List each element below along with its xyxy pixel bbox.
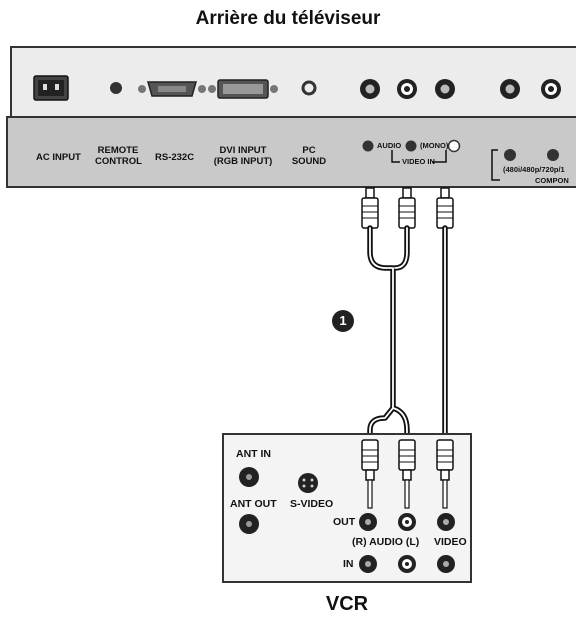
pc-sound-label-1: PC bbox=[302, 145, 316, 156]
pc-sound-label-2: SOUND bbox=[291, 156, 327, 167]
vcr-back-panel bbox=[222, 433, 472, 583]
rs232c-label: RS-232C bbox=[155, 152, 195, 163]
tv-rca-jacks bbox=[360, 79, 561, 99]
page-title: Arrière du téléviseur bbox=[195, 8, 381, 29]
ant-in-label: ANT IN bbox=[236, 448, 271, 460]
vcr-title: VCR bbox=[325, 593, 369, 615]
audio-label: AUDIO bbox=[377, 141, 402, 150]
video-in-mini-jacks bbox=[362, 139, 461, 163]
s-video-label: S-VIDEO bbox=[290, 498, 334, 510]
remote-control-jack bbox=[110, 82, 122, 94]
audio-rl-label: (R) AUDIO (L) bbox=[352, 536, 420, 548]
av-cable bbox=[367, 225, 448, 443]
video-label: VIDEO bbox=[434, 536, 467, 548]
component-label: COMPON bbox=[535, 176, 569, 185]
vcr-plug-audio-l bbox=[398, 439, 416, 509]
remote-control-label-1: REMOTE bbox=[97, 145, 139, 156]
step-number-badge: 1 bbox=[332, 310, 354, 332]
out-label: OUT bbox=[333, 516, 356, 528]
ant-in-jack bbox=[239, 467, 259, 487]
tv-label-strip bbox=[6, 116, 576, 188]
rs232c-port bbox=[138, 81, 206, 97]
dvi-input-label-1: DVI INPUT bbox=[219, 145, 267, 156]
vcr-out-jacks bbox=[359, 513, 455, 531]
in-label: IN bbox=[343, 558, 354, 570]
component-resolution-label: (480i/480p/720p/1 bbox=[503, 165, 565, 174]
mono-label: (MONO) bbox=[420, 141, 449, 150]
dvi-input-port bbox=[208, 79, 278, 99]
video-in-label: VIDEO IN bbox=[402, 157, 435, 166]
pc-sound-jack bbox=[301, 80, 317, 96]
ant-out-jack bbox=[239, 514, 259, 534]
tv-plug-audio-l bbox=[398, 187, 416, 229]
s-video-jack bbox=[298, 473, 318, 493]
ac-input-label: AC INPUT bbox=[36, 152, 81, 163]
vcr-plug-audio-r bbox=[361, 439, 379, 509]
component-mini-jacks bbox=[491, 149, 559, 181]
vcr-in-jacks bbox=[359, 555, 455, 573]
remote-control-label-2: CONTROL bbox=[95, 156, 142, 167]
dvi-input-label-2: (RGB INPUT) bbox=[213, 156, 273, 167]
ant-out-label: ANT OUT bbox=[230, 498, 277, 510]
vcr-plug-video bbox=[436, 439, 454, 509]
ac-input-socket bbox=[33, 75, 69, 101]
